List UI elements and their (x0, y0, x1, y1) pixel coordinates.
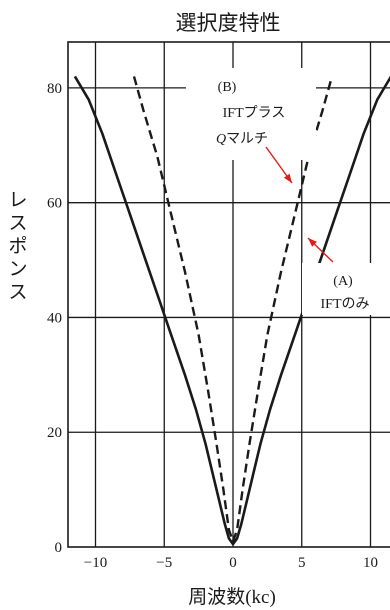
series-b-line (132, 76, 334, 543)
y-tick-label: 60 (47, 196, 62, 212)
annotation-b-line: Qマルチ (216, 132, 268, 147)
y-tick-label: 80 (47, 81, 62, 97)
y-axis: 0 20 40 60 80 (47, 81, 62, 556)
y-tick-label: 40 (47, 310, 62, 326)
x-tick-label: −5 (156, 555, 172, 571)
series-group (73, 75, 390, 546)
y-tick-label: 0 (55, 540, 63, 556)
x-tick-label: 5 (298, 555, 306, 571)
annotation-a-backing (302, 263, 386, 315)
annotation-b-arrow-head (283, 173, 292, 183)
series-a-line (73, 75, 390, 546)
annotation-b-backing (186, 68, 316, 160)
y-tick-label: 20 (47, 425, 62, 441)
annotation-a-line: IFTのみ (321, 297, 370, 312)
annotation-b-line: IFTプラス (223, 105, 286, 121)
annotation-a-line: (A) (333, 274, 353, 289)
chart-title: 選択度特性 (176, 11, 281, 35)
x-tick-label: 10 (363, 555, 378, 571)
x-axis: −10 −5 0 5 10 (84, 555, 378, 571)
annotations: (B) IFTプラス Qマルチ (A) IFTのみ (186, 68, 386, 315)
plot-frame (67, 41, 390, 548)
annotation-a-arrow-head (308, 238, 317, 247)
y-axis-label: レスポンス (8, 190, 27, 303)
x-tick-label: −10 (84, 555, 107, 571)
x-axis-label: 周波数(kc) (188, 586, 276, 608)
x-tick-label: 0 (229, 555, 237, 571)
annotation-b-line: (B) (218, 80, 237, 95)
